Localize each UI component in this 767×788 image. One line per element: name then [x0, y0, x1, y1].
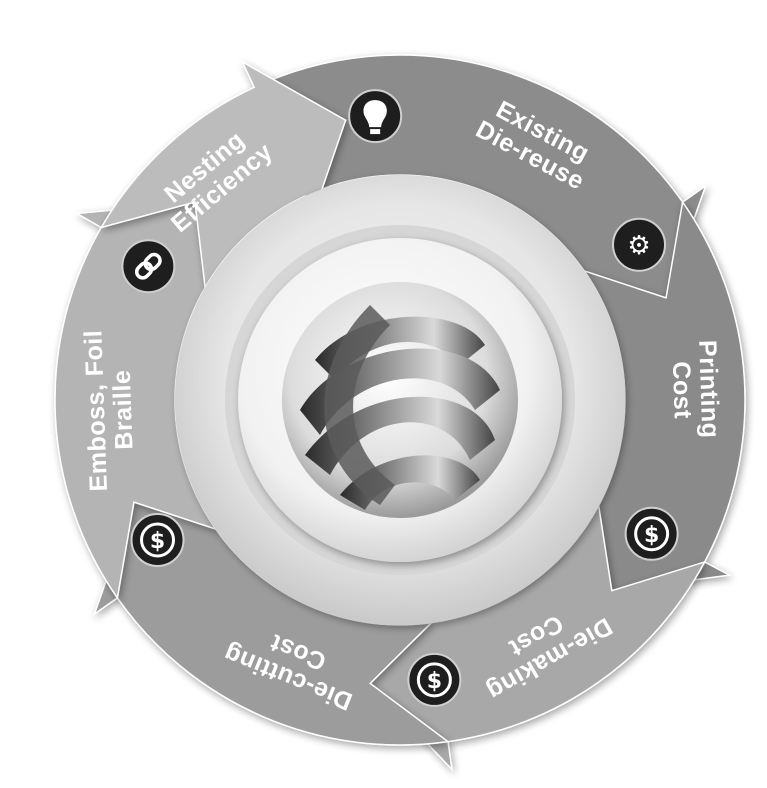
segment-label-line: Emboss, Foil	[79, 329, 113, 491]
svg-text:$: $	[427, 669, 442, 694]
dollar-icon: $	[407, 652, 462, 707]
svg-text:$: $	[150, 529, 165, 554]
svg-text:$: $	[644, 523, 659, 548]
segment-label-line: Cost	[667, 361, 697, 420]
segment-label-line: Printing	[693, 340, 724, 439]
swirl-globe-icon	[300, 305, 500, 510]
segment-label-line: Braille	[108, 369, 139, 450]
dollar-icon: $	[624, 506, 679, 561]
svg-text:⚙: ⚙	[627, 231, 650, 261]
segment-label-emboss-foil-braille: Emboss, FoilBraille	[79, 328, 140, 491]
dollar-icon: $	[130, 513, 185, 567]
gears-icon: ⚙	[612, 217, 667, 272]
link-icon	[121, 239, 176, 294]
segment-label-printing-cost: PrintingCost	[666, 340, 724, 440]
lightbulb-icon	[348, 89, 403, 144]
